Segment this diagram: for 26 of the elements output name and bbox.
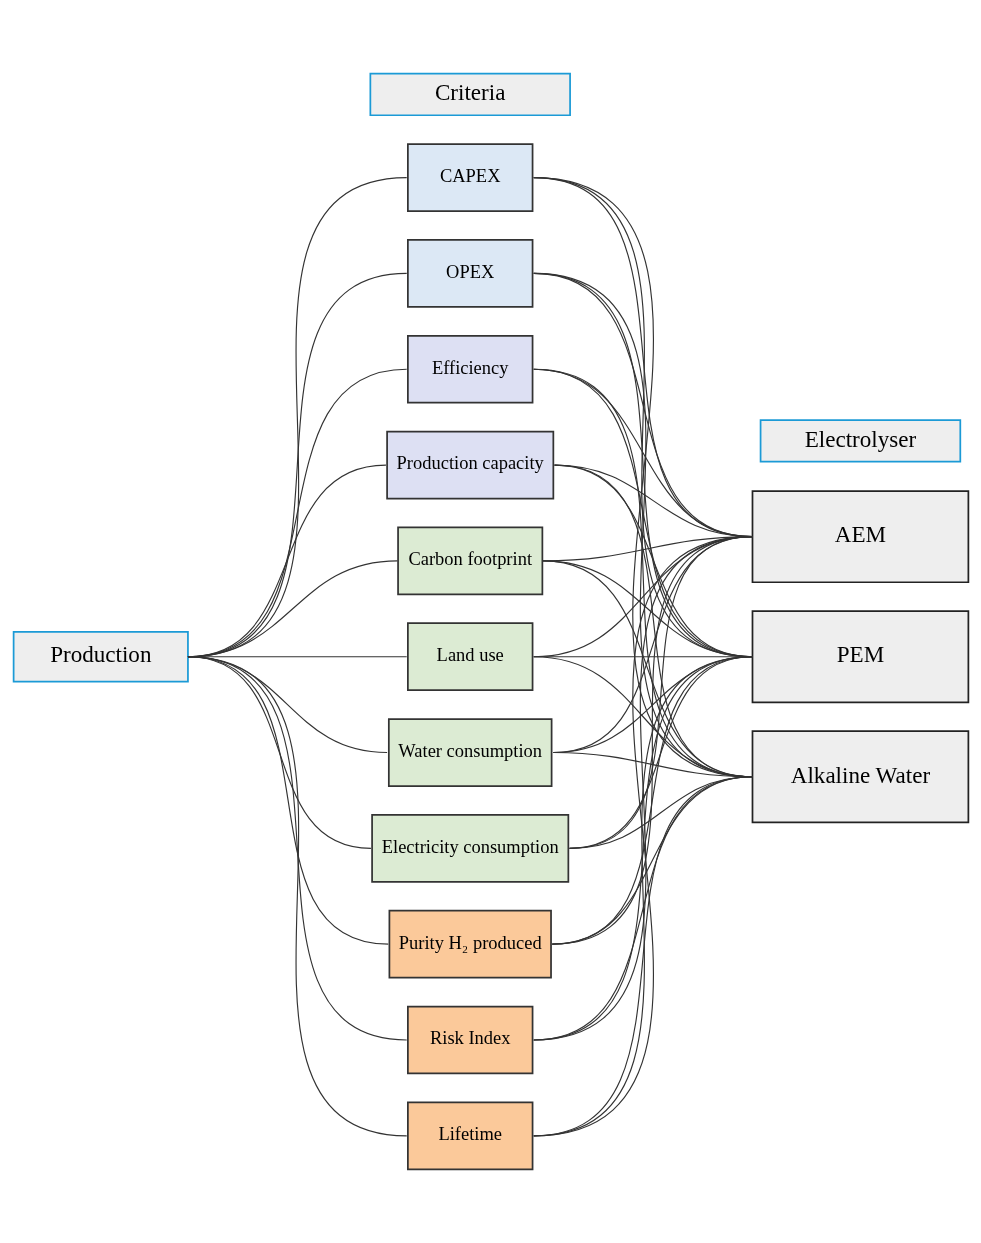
node-box: Criteria <box>369 72 571 117</box>
node-box: CAPEX <box>406 143 533 212</box>
connector <box>532 536 753 1041</box>
connector <box>551 536 753 945</box>
connector <box>551 656 753 945</box>
node-box: Risk Index <box>406 1005 533 1075</box>
node-box: Production capacity <box>385 430 554 500</box>
node-box: Electrolyser <box>759 419 961 463</box>
connector <box>532 776 753 1137</box>
node-box: Electricity consumption <box>370 814 569 883</box>
node-box: Purity H₂ produced <box>388 909 552 979</box>
node-box: Water consumption <box>387 718 552 787</box>
node-box: Carbon footprint <box>396 526 543 596</box>
connector <box>186 656 407 1137</box>
node-box: OPEX <box>406 239 533 308</box>
node-box: Lifetime <box>406 1101 533 1171</box>
connector <box>532 536 753 1137</box>
connector <box>532 656 753 1041</box>
node-box: PEM <box>751 610 969 704</box>
connector <box>532 776 753 1041</box>
node-box: Alkaline Water <box>751 730 969 824</box>
node-box: AEM <box>751 490 969 584</box>
connector <box>532 656 753 1137</box>
node-box: Efficiency <box>406 334 533 404</box>
node-box: Land use <box>406 622 533 692</box>
node-box: Production <box>12 631 189 683</box>
